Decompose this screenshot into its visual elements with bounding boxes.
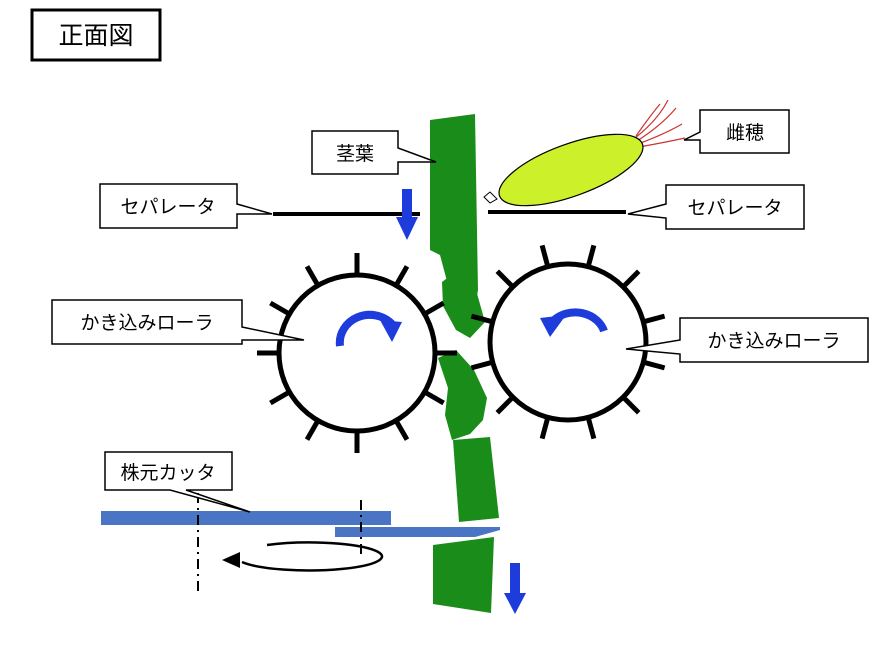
roller-left-drum xyxy=(276,272,438,434)
roller-left-spikes xyxy=(257,253,457,453)
roller-right-spike xyxy=(585,244,597,268)
roller-left-spike xyxy=(423,300,445,317)
stem-upper-segment xyxy=(430,114,478,318)
corn-ear xyxy=(483,99,686,207)
roller-left-spike xyxy=(304,265,321,287)
callout-separator-right: セパレータ xyxy=(627,184,805,230)
label-separator-right: セパレータ xyxy=(687,197,782,219)
roller-left-spike xyxy=(423,389,445,406)
page-title: 正面図 xyxy=(58,21,133,50)
roller-right-spike xyxy=(621,269,641,289)
rotation-arrow-left xyxy=(335,310,402,347)
roller-right-spike xyxy=(585,416,597,440)
roller-right-spike xyxy=(495,395,515,415)
roller-left-spike xyxy=(304,419,321,441)
down-arrow-upper xyxy=(396,189,418,240)
stem-stalk xyxy=(430,114,499,613)
label-ear: 雌穂 xyxy=(726,122,764,144)
cutter-blade-upper xyxy=(101,511,391,525)
callout-roller-left: かき込みローラ xyxy=(51,299,305,345)
title-box: 正面図 xyxy=(30,8,162,62)
roller-left-spike xyxy=(393,265,410,287)
roller-right-spike xyxy=(642,359,666,371)
stem-bent-segment-1 xyxy=(442,270,485,338)
roller-left-spike xyxy=(269,389,291,406)
roller-right-spikes xyxy=(470,244,666,440)
cutter-blade-lower xyxy=(335,527,500,537)
callout-roller-right: かき込みローラ xyxy=(625,317,869,363)
label-cutter: 株元カッタ xyxy=(120,462,215,484)
base-cutter xyxy=(101,493,500,594)
label-roller-left: かき込みローラ xyxy=(80,312,213,334)
down-arrow-lower xyxy=(504,563,526,614)
roller-right-spike xyxy=(470,313,494,325)
callout-ear: 雌穂 xyxy=(683,109,790,154)
roller-right-spike xyxy=(495,269,515,289)
stem-lower-segment xyxy=(453,437,499,522)
stem-bent-segment-2 xyxy=(438,350,487,440)
roller-right-spike xyxy=(539,416,551,440)
ear-broken-stub xyxy=(483,191,498,204)
callout-cutter: 株元カッタ xyxy=(104,451,251,513)
roller-right-spike xyxy=(621,395,641,415)
roller-right-drum xyxy=(487,261,649,423)
label-roller-right: かき込みローラ xyxy=(707,330,840,352)
cutter-rotation-arrow xyxy=(222,541,384,572)
roller-right-spike xyxy=(539,244,551,268)
roller-left-spike xyxy=(269,300,291,317)
roller-right xyxy=(470,244,666,440)
ear-body xyxy=(498,133,644,207)
silk-strands xyxy=(634,99,686,148)
stem-cut-segment xyxy=(433,537,494,613)
roller-right-spike xyxy=(470,359,494,371)
roller-left xyxy=(257,253,457,453)
label-stem: 茎葉 xyxy=(336,143,374,165)
roller-left-spike xyxy=(393,419,410,441)
callout-stem: 茎葉 xyxy=(311,130,437,175)
callout-separator-left: セパレータ xyxy=(99,183,273,229)
label-separator-left: セパレータ xyxy=(120,196,215,218)
rotation-arrow-right xyxy=(540,308,608,337)
roller-right-spike xyxy=(642,313,666,325)
